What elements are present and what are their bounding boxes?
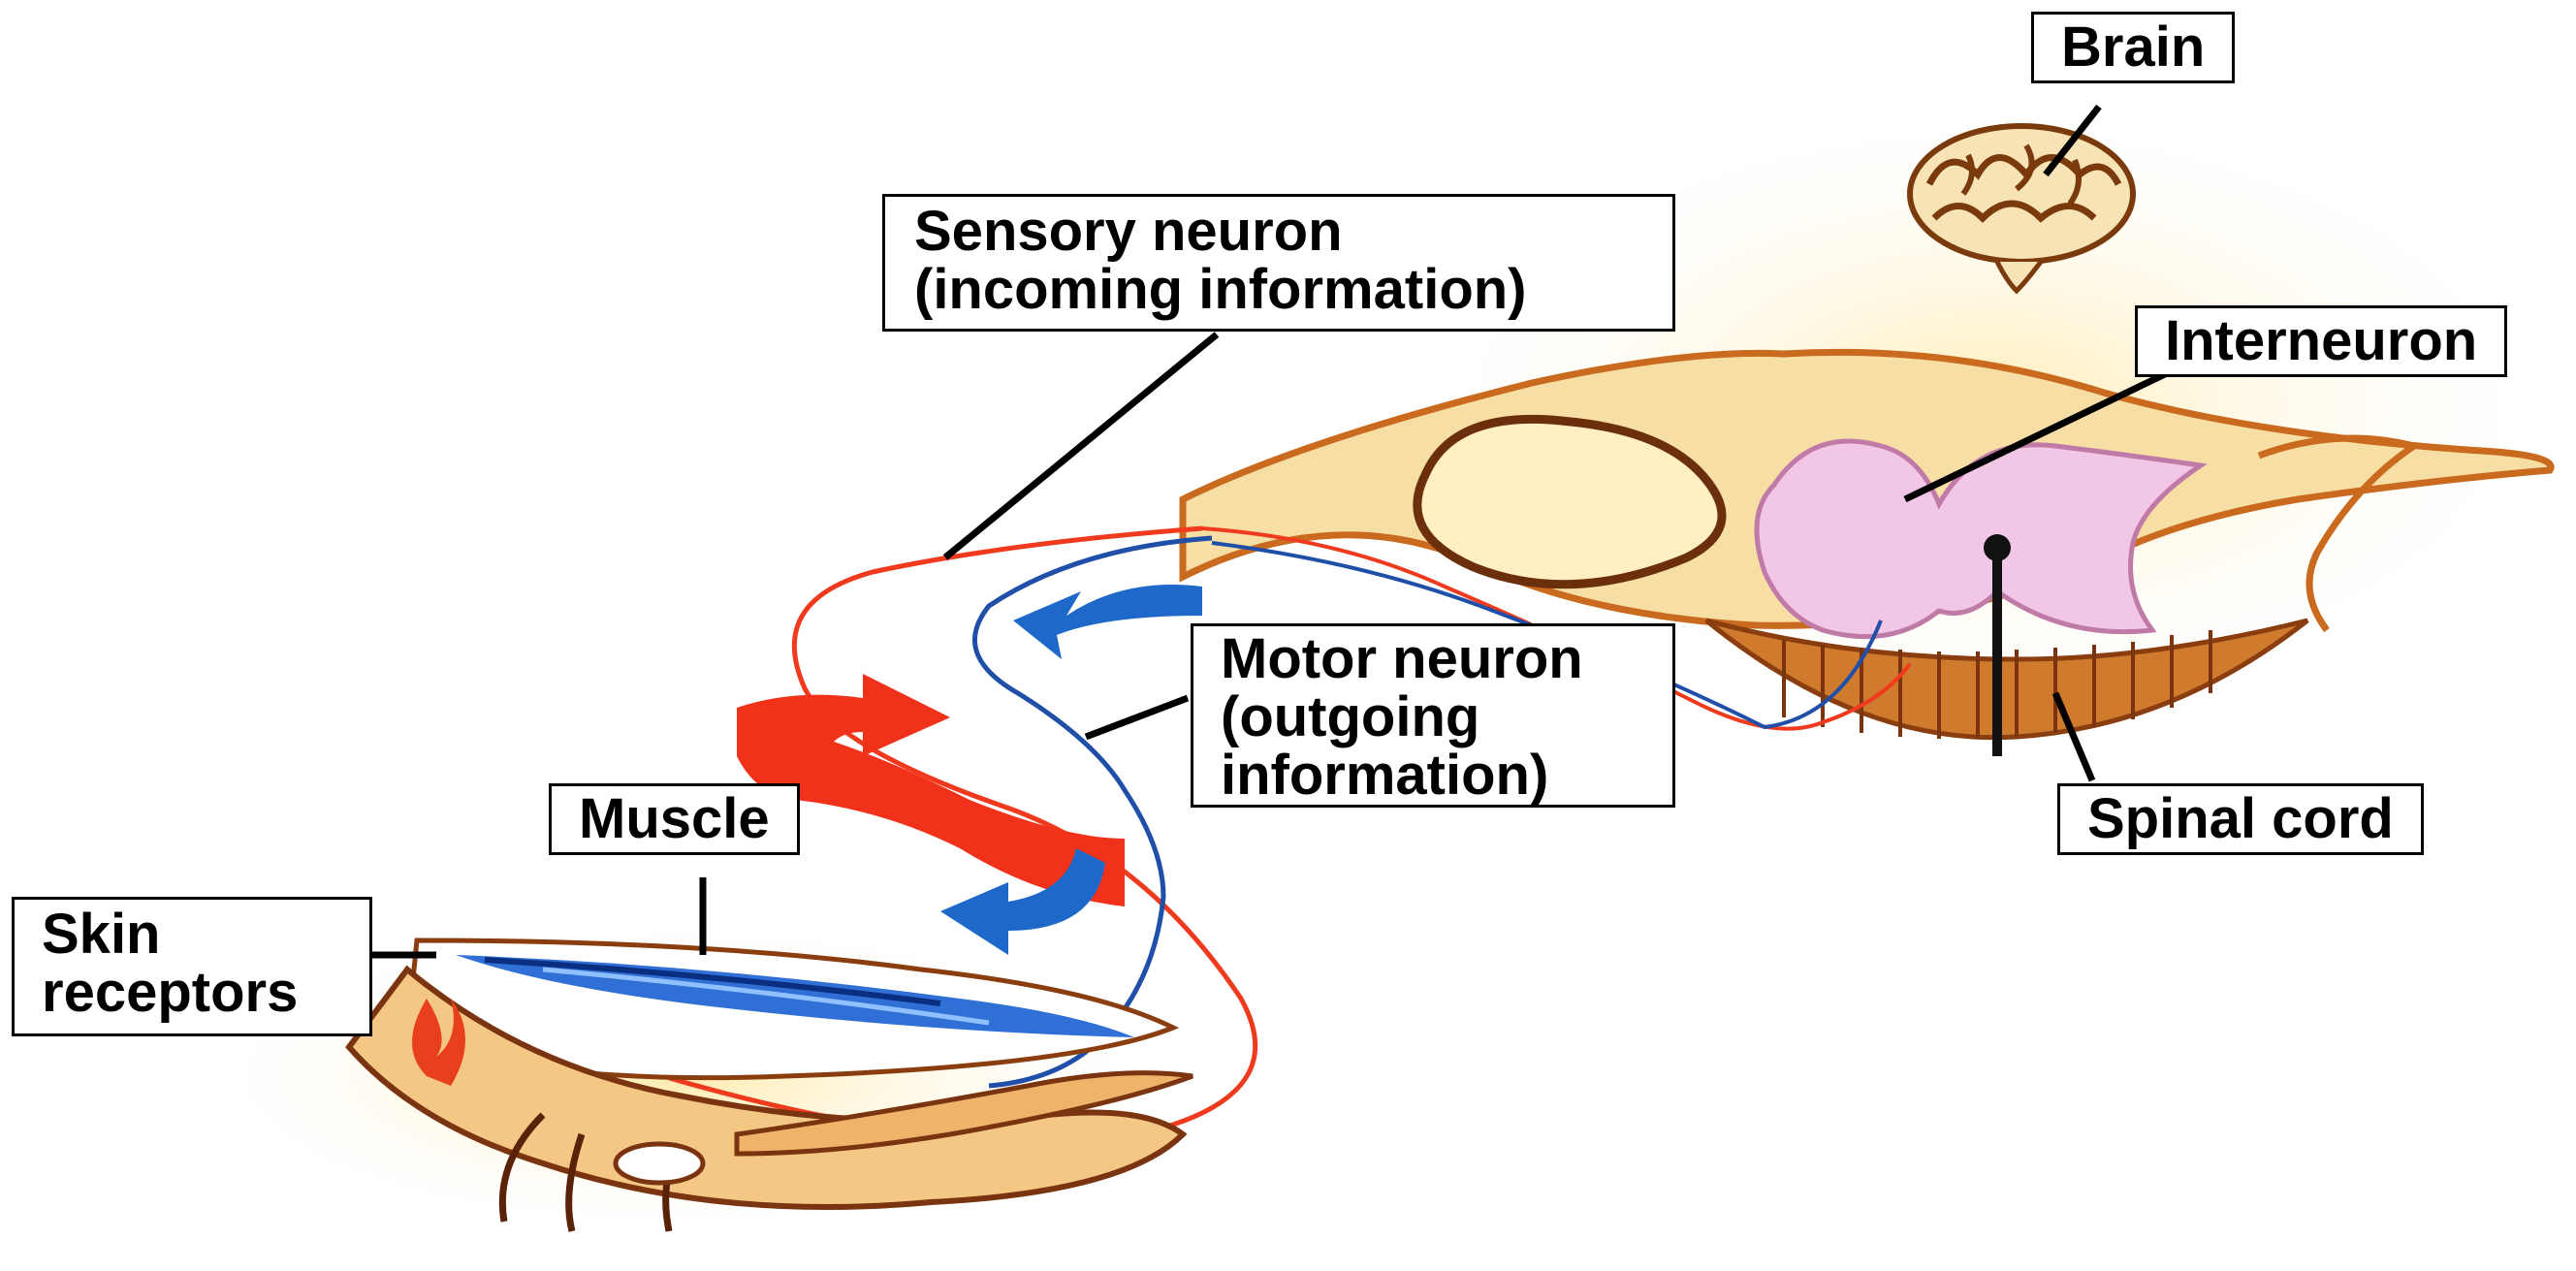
label-sensory-neuron: Sensory neuron (incoming information) <box>882 194 1675 332</box>
spinal-cord-label: Spinal cord <box>2087 790 2394 848</box>
motor-neuron-line-2: (outgoing <box>1221 688 1645 747</box>
interneuron-label: Interneuron <box>2165 312 2477 370</box>
brain-label: Brain <box>2061 18 2205 77</box>
leader-sensory <box>945 334 1217 557</box>
label-skin-receptors: Skin receptors <box>12 897 372 1036</box>
label-muscle: Muscle <box>549 783 800 855</box>
sensory-neuron-line-1: Sensory neuron <box>914 203 1643 261</box>
label-spinal-cord: Spinal cord <box>2057 783 2424 855</box>
label-motor-neuron: Motor neuron (outgoing information) <box>1191 623 1675 808</box>
skin-receptors-line-1: Skin <box>42 906 342 964</box>
label-brain: Brain <box>2031 12 2235 83</box>
muscle-label: Muscle <box>579 790 770 848</box>
motor-neuron-line-3: information) <box>1221 747 1645 805</box>
motor-arrow-upper <box>1013 585 1202 659</box>
skin-receptors-line-2: receptors <box>42 964 342 1022</box>
label-interneuron: Interneuron <box>2135 305 2507 377</box>
leader-motor <box>1086 698 1188 737</box>
motor-neuron-line-1: Motor neuron <box>1221 630 1645 688</box>
sensory-neuron-line-2: (incoming information) <box>914 261 1643 319</box>
